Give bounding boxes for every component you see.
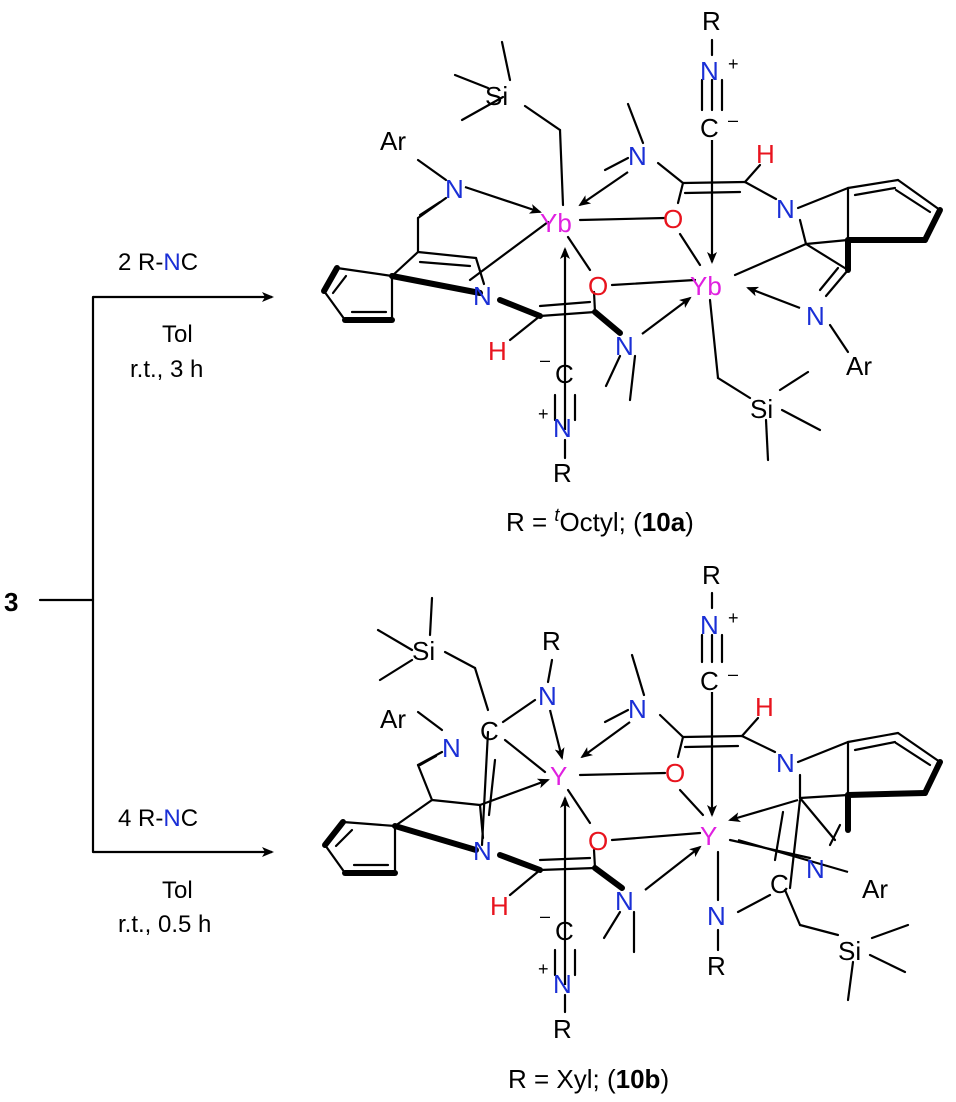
r-group: R	[553, 1014, 572, 1044]
bonds-10b	[322, 591, 943, 1014]
n-atom: N	[553, 969, 572, 999]
n-atom: N	[538, 681, 557, 711]
o-atom: O	[588, 826, 608, 856]
c-atom: C	[555, 916, 574, 946]
c-atom: C	[700, 113, 719, 143]
si-atom: Si	[838, 936, 861, 966]
plus-charge: +	[538, 404, 549, 424]
c-atom: C	[480, 716, 499, 746]
n-atom: N	[442, 733, 461, 763]
plus-charge: +	[728, 608, 739, 628]
product-10a-structure: Si Ar N Yb Yb N O O N N H C – N + R R N …	[321, 6, 943, 537]
upper-conditions: 2 R-NC Tol r.t., 3 h	[118, 249, 203, 383]
h-atom: H	[756, 139, 775, 169]
o-atom: O	[665, 758, 685, 788]
metal-atom: Yb	[690, 271, 722, 301]
plus-charge: +	[538, 959, 549, 979]
c-atom: C	[770, 869, 789, 899]
ar-group: Ar	[380, 126, 406, 156]
scheme-branch-lines: 3	[4, 292, 274, 857]
n-atom: N	[628, 694, 647, 724]
si-atom: Si	[485, 81, 508, 111]
n-atom: N	[445, 174, 464, 204]
o-atom: O	[663, 204, 683, 234]
ar-group: Ar	[846, 351, 872, 381]
minus-charge: –	[728, 664, 738, 684]
r-group: R	[542, 626, 561, 656]
n-atom: N	[553, 413, 572, 443]
h-atom: H	[755, 692, 774, 722]
si-atom: Si	[750, 394, 773, 424]
h-atom: H	[488, 336, 507, 366]
n-atom: N	[473, 836, 492, 866]
n-atom: N	[700, 610, 719, 640]
plus-charge: +	[728, 54, 739, 74]
c-atom: C	[555, 359, 574, 389]
product-10b-structure: Si R N C Ar N Y Y N O O N N H C – N + R …	[322, 560, 943, 1094]
n-atom: N	[806, 854, 825, 884]
metal-atom: Y	[550, 761, 567, 791]
r-group: R	[553, 458, 572, 488]
upper-solvent: Tol	[162, 321, 193, 348]
minus-charge: –	[540, 350, 550, 370]
n-atom: N	[776, 194, 795, 224]
n-atom: N	[707, 901, 726, 931]
h-atom: H	[490, 891, 509, 921]
n-atom: N	[628, 141, 647, 171]
lower-conditions: 4 R-NC Tol r.t., 0.5 h	[118, 805, 211, 938]
product-10a-label: R = tOctyl; (10a)	[506, 505, 694, 537]
n-atom: N	[615, 331, 634, 361]
n-atom: N	[473, 281, 492, 311]
lower-solvent: Tol	[162, 877, 193, 904]
lower-reagent: 4 R-NC	[118, 805, 198, 832]
n-atom: N	[615, 886, 634, 916]
n-atom: N	[776, 748, 795, 778]
o-atom: O	[588, 271, 608, 301]
n-atom: N	[806, 301, 825, 331]
minus-charge: –	[728, 110, 738, 130]
bonds-10a	[321, 38, 943, 462]
atoms-10b: Si R N C Ar N Y Y N O O N N H C – N + R …	[380, 560, 888, 1044]
r-group: R	[702, 560, 721, 590]
lower-conditions-text: r.t., 0.5 h	[118, 911, 211, 938]
metal-atom: Y	[700, 821, 717, 851]
starting-compound-label: 3	[4, 587, 18, 617]
minus-charge: –	[540, 906, 550, 926]
r-group: R	[707, 951, 726, 981]
atoms-10a: Si Ar N Yb Yb N O O N N H C – N + R R N …	[380, 6, 872, 488]
product-10b-label: R = Xyl; (10b)	[508, 1064, 669, 1094]
c-atom: C	[700, 666, 719, 696]
ar-group: Ar	[862, 874, 888, 904]
upper-conditions-text: r.t., 3 h	[130, 356, 203, 383]
r-group: R	[702, 6, 721, 36]
metal-atom: Yb	[540, 208, 572, 238]
n-atom: N	[700, 56, 719, 86]
ar-group: Ar	[380, 704, 406, 734]
upper-reagent: 2 R-NC	[118, 249, 198, 276]
si-atom: Si	[412, 636, 435, 666]
